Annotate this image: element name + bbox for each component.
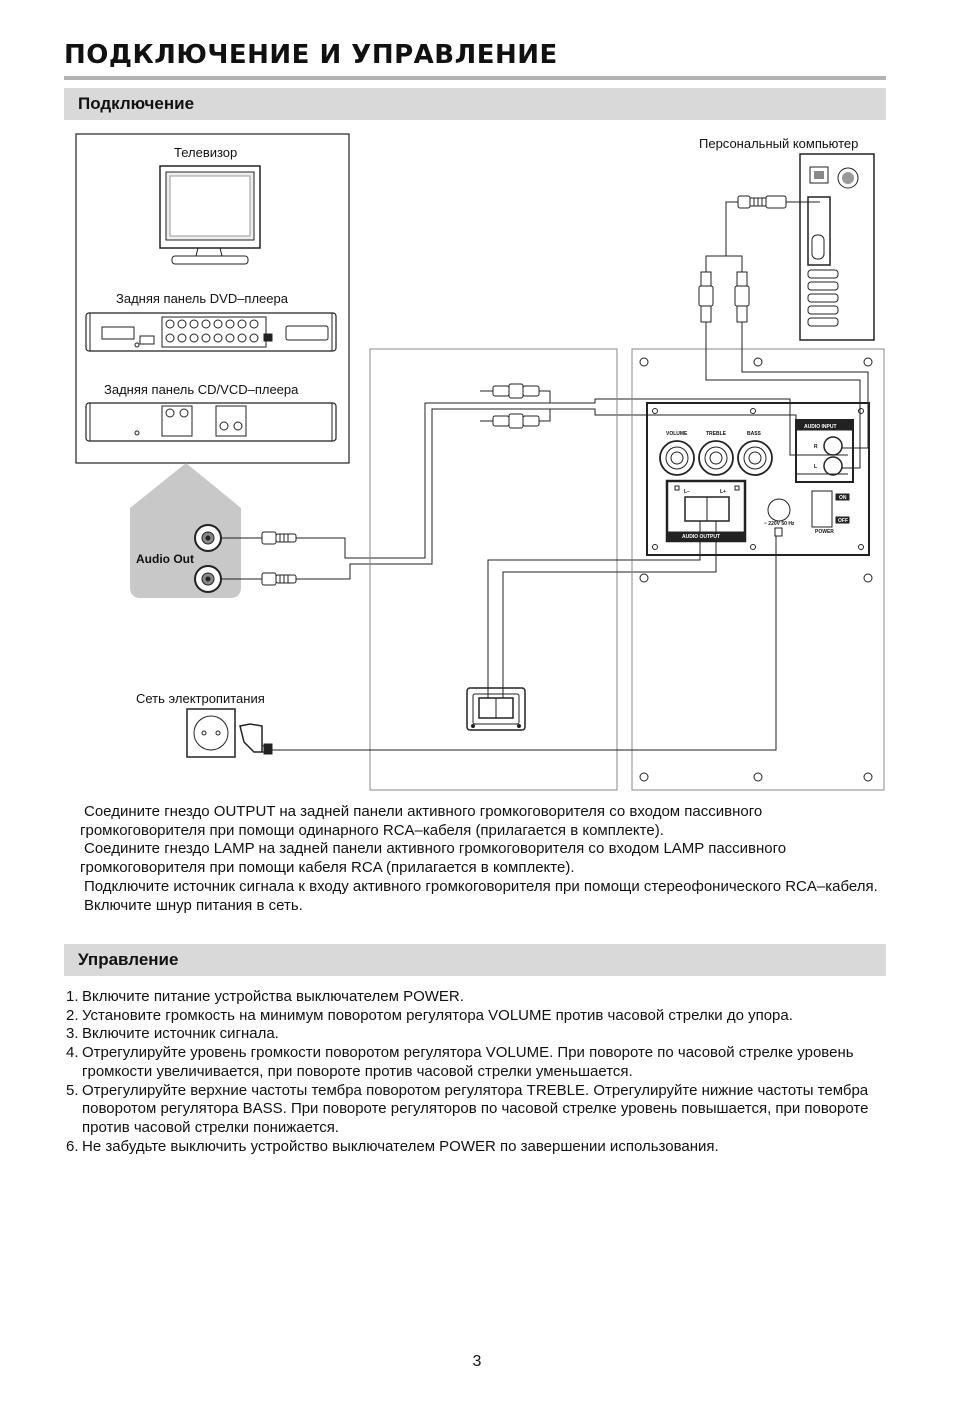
step-text: Включите питание устройства выключателем… [82,988,464,1005]
connection-paragraph: Соедините гнездо LAMP на задней панели а… [80,840,787,877]
step-number: 1. [66,988,79,1005]
connection-paragraph: Соедините гнездо OUTPUT на задней панели… [80,803,763,839]
off-label: OFF [838,518,848,524]
mains-label: Сеть электропитания [136,691,265,706]
bass-label: BASS [747,431,762,437]
rca-plug-center-upper [480,383,551,403]
pc-label: Персональный компьютер [699,136,858,151]
on-label: ON [839,495,847,501]
power-socket-icon [767,498,791,537]
rca-plug-center-lower [480,409,551,429]
rca-plug-lower [222,572,297,586]
audio-out-label: Audio Out [136,552,194,566]
volume-label: VOLUME [666,431,688,437]
control-step: 1. Включите питание устройства выключате… [66,988,896,1007]
section-header-connection: Подключение [64,88,886,120]
page-title: ПОДКЛЮЧЕНИЕ И УПРАВЛЕНИЕ [64,40,558,70]
control-step: 6. Не забудьте выключить устройство выкл… [66,1138,896,1157]
connection-diagram: Телевизор Задняя панель DVD–плеера Задня… [75,133,885,791]
rca-plug-upper [222,531,297,545]
source-devices-box [75,133,350,464]
control-step: 5. Отрегулируйте верхние частоты тембра … [66,1082,896,1138]
input-r-label: R [814,444,818,450]
active-speaker-control-plate [646,402,870,556]
input-l-label: L [814,464,817,470]
pc-audio-cable [698,195,869,469]
active-speaker-panel [631,348,885,791]
step-text: Включите источник сигнала. [82,1025,279,1043]
step-text: Не забудьте выключить устройство выключа… [82,1137,719,1155]
output-l-minus-label: L− [684,489,690,495]
step-text: Установите громкость на минимум поворото… [82,1006,793,1024]
section-header-control: Управление [64,944,886,976]
power-switch-icon [811,490,850,528]
connection-paragraph: Подключите источник сигнала к входу акти… [84,877,878,895]
tv-label: Телевизор [174,145,237,160]
dvd-rear-panel-icon [85,312,337,352]
passive-speaker-terminal [466,687,526,731]
step-number: 2. [66,1006,79,1024]
step-number: 4. [66,1044,79,1062]
control-step: 3. Включите источник сигнала. [66,1025,896,1044]
audio-output-label: AUDIO OUTPUT [682,534,720,540]
voltage-label: ~ 220V 50 Hz [764,521,795,527]
control-steps-list: 1. Включите питание устройства выключате… [66,988,896,1156]
passive-speaker-panel [369,348,618,791]
treble-knob-icon [698,440,734,476]
audio-input-block [795,419,854,483]
pc-tower-icon [799,153,875,341]
treble-label: TREBLE [706,431,727,437]
title-rule [64,76,886,80]
output-l-plus-label: L+ [720,489,726,495]
step-number: 5. [66,1081,79,1099]
power-plug-icon [239,536,777,755]
cd-vcd-label: Задняя панель CD/VCD–плеера [104,382,299,397]
section-heading: Подключение [78,94,195,113]
power-label: POWER [815,529,834,535]
connection-paragraph: Включите шнур питания в сеть. [84,896,303,914]
cd-vcd-rear-panel-icon [85,402,337,442]
section-heading: Управление [78,950,179,969]
wall-outlet-icon [186,708,236,758]
audio-out-callout [130,463,241,598]
page-number: 3 [472,1353,482,1370]
control-step: 4. Отрегулируйте уровень громкости повор… [66,1044,896,1081]
step-text: Отрегулируйте уровень громкости поворото… [82,1044,854,1080]
audio-output-block [665,479,747,543]
control-step: 2. Установите громкость на минимум повор… [66,1007,896,1026]
bass-knob-icon [737,440,773,476]
step-number: 3. [66,1025,79,1043]
step-number: 6. [66,1137,79,1155]
dvd-label: Задняя панель DVD–плеера [116,291,289,306]
volume-knob-icon [659,440,695,476]
tv-icon [159,165,261,265]
audio-input-label: AUDIO INPUT [804,424,837,430]
step-text: Отрегулируйте верхние частоты тембра пов… [82,1081,869,1136]
connection-instructions: Соедините гнездо OUTPUT на задней панели… [80,803,890,915]
